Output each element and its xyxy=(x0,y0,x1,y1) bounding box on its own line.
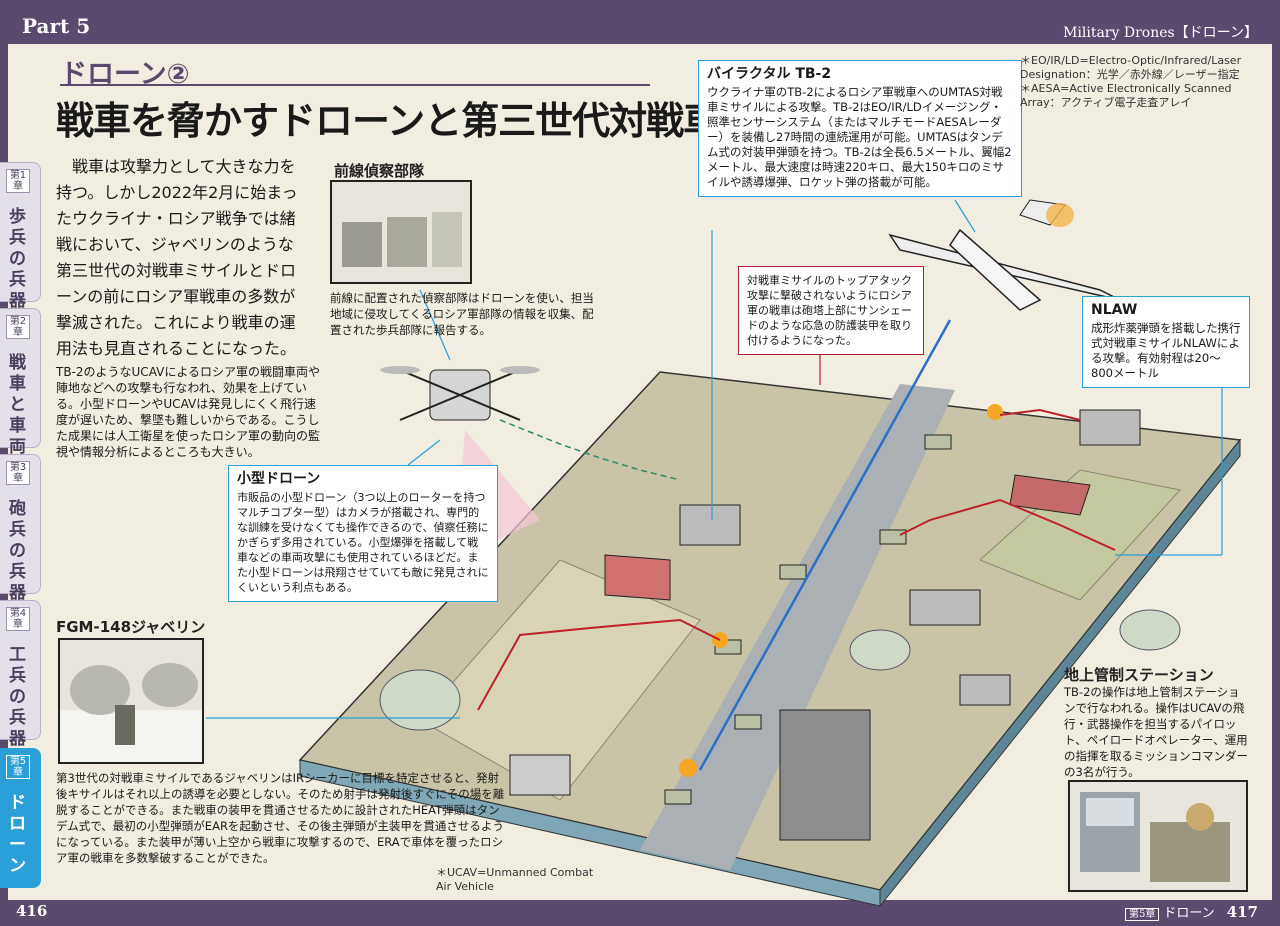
chapter-name: 工兵の兵器 xyxy=(9,645,26,749)
recon-heading: 前線偵察部隊 xyxy=(334,162,425,180)
header-topic: Military Drones【ドローン】 xyxy=(1063,25,1258,41)
chapter-name: 砲兵の兵器 xyxy=(9,499,26,603)
red-roof-house xyxy=(604,554,671,601)
chapter-number: 第2章 xyxy=(6,315,30,339)
chapter-name: 戦車と車両 xyxy=(9,353,26,457)
body-paragraph: TB-2のようなUCAVによるロシア軍の戦闘車両や陣地などへの攻撃も行なわれ、効… xyxy=(56,365,321,459)
javelin-missile-trail xyxy=(477,618,721,711)
recon-team-illustration xyxy=(330,180,472,284)
road xyxy=(640,384,955,870)
part-label: Part 5 xyxy=(22,14,91,38)
red-roof-house xyxy=(1009,474,1091,516)
tb2-text: ウクライナ軍のTB-2によるロシア軍戦車へのUMTAS対戦車ミサイルによる攻撃。… xyxy=(707,85,1012,189)
tank xyxy=(879,529,907,545)
drone-datalink xyxy=(499,419,681,481)
javelin-heading: FGM-148ジャベリン xyxy=(56,618,206,636)
chapter-number: 第1章 xyxy=(6,169,30,193)
ucav-footnote: ＊UCAV=Unmanned Combat Air Vehicle xyxy=(436,866,594,893)
chapter-name: ドローン xyxy=(9,793,26,876)
page-header: Part 5 Military Drones【ドローン】 xyxy=(0,0,1280,44)
tree-cluster xyxy=(379,669,461,731)
nlaw-callout: NLAW 成形炸薬弾頭を搭載した携行式対戦車ミサイルNLAWによる攻撃。有効射程… xyxy=(1082,296,1250,388)
recon-text: 前線に配置された偵察部隊はドローンを使い、担当地域に侵攻してくるロシア軍部隊の情… xyxy=(330,291,594,337)
chapter-number: 第5章 xyxy=(6,755,30,779)
lead-paragraph: 戦車は攻撃力として大きな力を持つ。しかし2022年2月に始まったウクライナ・ロシ… xyxy=(56,157,298,358)
eo-aesa-footnote: ＊EO/IR/LD=Electro-Optic/Infrared/Laser D… xyxy=(1020,54,1242,109)
divider xyxy=(60,84,650,86)
ground-control-station-illustration xyxy=(1068,780,1248,892)
top-attack-text: 対戦車ミサイルのトップアタック攻撃に撃破されないようにロシア軍の戦車は砲塔上部に… xyxy=(747,274,912,347)
house xyxy=(509,754,571,796)
chapter-tab-4[interactable]: 第4章 工兵の兵器 xyxy=(0,600,41,749)
tree-cluster xyxy=(1119,609,1181,651)
small-drone-callout: 小型ドローン 市販品の小型ドローン（3つ以上のローターを持つマルチコプター型）は… xyxy=(228,465,498,602)
chapter-tab-2[interactable]: 第2章 戦車と車両 xyxy=(0,308,41,457)
top-attack-callout: 対戦車ミサイルのトップアタック攻撃に撃破されないようにロシア軍の戦車は砲塔上部に… xyxy=(738,266,924,355)
explosion xyxy=(987,404,1003,420)
tank xyxy=(734,714,762,730)
tb2-callout: バイラクタル TB-2 ウクライナ軍のTB-2によるロシア軍戦車へのUMTAS対… xyxy=(698,60,1022,197)
missile-trail xyxy=(999,408,1081,421)
chapter-number: 第4章 xyxy=(6,607,30,631)
nlaw-text: 成形炸薬弾頭を搭載した携行式対戦車ミサイルNLAWによる攻撃。有効射程は20～8… xyxy=(1091,321,1241,380)
tank xyxy=(779,564,807,580)
quadcopter-drone xyxy=(380,366,540,421)
chapter-number: 第3章 xyxy=(6,461,30,485)
page-number-left: 416 xyxy=(16,902,48,920)
chapter-tab-1[interactable]: 第1章 歩兵の兵器 xyxy=(0,162,41,311)
house xyxy=(1079,409,1141,446)
page-number-right: 417 xyxy=(1226,903,1258,921)
tb2-aircraft xyxy=(888,199,1121,311)
footer-right: 第5章ドローン 417 xyxy=(1124,902,1258,921)
gcs-heading: 地上管制ステーション xyxy=(1064,666,1214,684)
small-drone-heading: 小型ドローン xyxy=(237,471,321,487)
javelin-gunner-illustration xyxy=(58,638,204,764)
house xyxy=(909,589,981,626)
tb2-heading: バイラクタル TB-2 xyxy=(707,66,832,82)
chapter-name: 歩兵の兵器 xyxy=(9,207,26,311)
explosion xyxy=(679,759,697,777)
footer-chapter: ドローン xyxy=(1163,906,1215,921)
tank xyxy=(924,434,952,450)
gcs-text: TB-2の操作は地上管制ステーションで行なわれる。操作はUCAVの飛行・武器操作… xyxy=(1064,685,1248,779)
chapter-tab-3[interactable]: 第3章 砲兵の兵器 xyxy=(0,454,41,603)
tank xyxy=(664,789,692,805)
house xyxy=(679,504,741,546)
tree-cluster xyxy=(849,629,911,671)
nlaw-missile-trail xyxy=(899,498,1116,551)
house xyxy=(959,674,1011,706)
chapter-tag: 第5章 xyxy=(1124,908,1160,921)
nlaw-heading: NLAW xyxy=(1091,302,1138,318)
javelin-text: 第3世代の対戦車ミサイルであるジャベリンはIRシーカーに目標を特定させると、発射… xyxy=(56,771,505,865)
chapter-tab-5[interactable]: 第5章 ドローン xyxy=(0,748,41,888)
small-drone-text: 市販品の小型ドローン（3つ以上のローターを持つマルチコプター型）はカメラが搭載さ… xyxy=(237,491,489,594)
slab-side-face xyxy=(879,438,1241,908)
umtas-missile-trail xyxy=(698,319,952,771)
apartment-building xyxy=(779,709,871,841)
